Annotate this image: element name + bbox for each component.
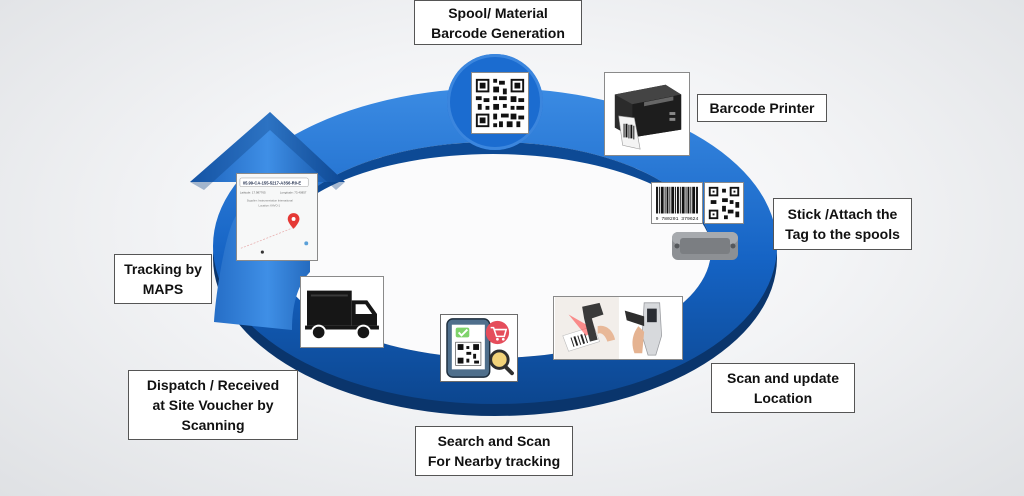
barcode-printer-tile: [604, 72, 690, 156]
map-card-location: Location: KAVO-1: [258, 203, 280, 207]
step-search-scan-line2: For Nearby tracking: [427, 453, 561, 469]
step-search-scan-line1: Search and Scan: [437, 433, 551, 449]
step-tracking-line1: Tracking by: [124, 261, 202, 277]
ring-face: [213, 88, 777, 404]
step-dispatch-line2: at Site Voucher by: [152, 397, 274, 413]
qr-code-icon: [708, 186, 740, 220]
barcode-tag-tile: 9 780201 379624: [651, 182, 703, 224]
rfid-tag-icon: [672, 232, 738, 260]
step-scan-update-line1: Scan and update: [726, 370, 840, 386]
step-barcode-generation-line1: Spool/ Material: [448, 4, 548, 21]
step-dispatch-line3: Scanning: [181, 417, 245, 433]
step-search-scan-label: Search and Scan For Nearby tracking: [415, 426, 573, 476]
map-card-header: 05.99-CA-155-5217-A3S6-R0-E: [243, 180, 302, 185]
barcode-icon: 9 780201 379624: [656, 186, 699, 222]
map-card-latitude: Latitude: 17.987765: [240, 191, 266, 195]
step-tracking-line2: MAPS: [142, 281, 184, 297]
step-barcode-generation-line2: Barcode Generation: [431, 24, 565, 41]
qr-code-icon: [475, 78, 525, 128]
step-scan-update-label: Scan and update Location: [711, 363, 855, 413]
qr-tag-tile: [704, 182, 744, 224]
step-barcode-printer-line1: Barcode Printer: [709, 100, 815, 116]
mobile-scan-icon: [446, 318, 514, 378]
step-stick-attach-line1: Stick /Attach the: [787, 206, 898, 222]
step-barcode-printer-label: Barcode Printer: [697, 94, 827, 122]
qr-circle: [447, 54, 543, 150]
qr-code-tile: [471, 72, 529, 134]
rfid-tag: [668, 226, 742, 266]
map-card: 05.99-CA-155-5217-A3S6-R0-E Latitude: 17…: [236, 173, 318, 261]
step-scan-update-line2: Location: [753, 390, 813, 406]
map-icon: 05.99-CA-155-5217-A3S6-R0-E Latitude: 17…: [237, 174, 317, 260]
step-dispatch-line1: Dispatch / Received: [146, 377, 280, 393]
step-stick-attach-line2: Tag to the spools: [785, 226, 900, 242]
step-dispatch-label: Dispatch / Received at Site Voucher by S…: [128, 370, 298, 440]
step-barcode-generation-label: Spool/ Material Barcode Generation: [414, 0, 582, 45]
truck-icon: [305, 290, 379, 341]
barcode-printer-icon: [614, 84, 682, 150]
step-tracking-label: Tracking by MAPS: [114, 254, 212, 304]
scanner-icon: [555, 297, 681, 359]
step-stick-attach-label: Stick /Attach the Tag to the spools: [773, 198, 912, 250]
scanner-tile: [553, 296, 683, 360]
mobile-scan-tile: [440, 314, 518, 382]
truck-tile: [300, 276, 384, 348]
map-card-supplier: Supplier: Instrumentation International: [247, 198, 293, 202]
barcode-digits: 9 780201 379624: [656, 216, 699, 222]
map-card-longitude: Longitude: 73.40857: [280, 191, 307, 195]
